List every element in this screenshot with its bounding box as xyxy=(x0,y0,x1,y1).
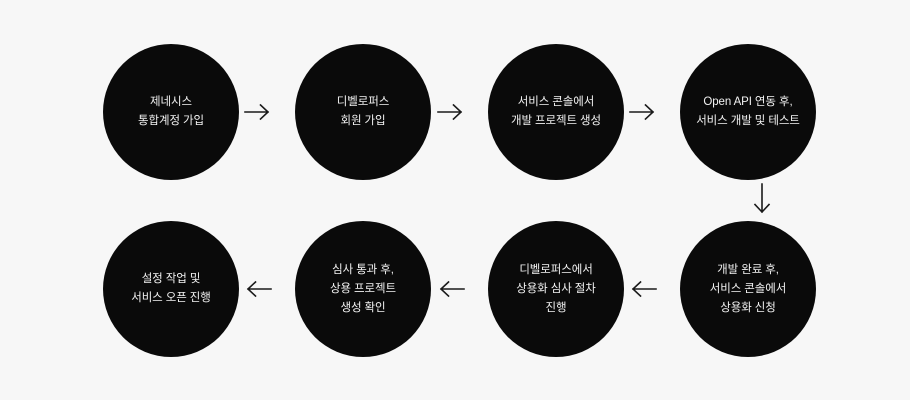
flow-node-step-1: 제네시스 통합계정 가입 xyxy=(103,44,239,180)
flow-node-label: 심사 통과 후, 상용 프로젝트 생성 확인 xyxy=(330,263,396,314)
flow-node-step-8: 설정 작업 및 서비스 오픈 진행 xyxy=(103,221,239,357)
flow-node-label: 디벨로퍼스에서 상용화 심사 절차 진행 xyxy=(516,263,596,314)
flow-node-step-6: 디벨로퍼스에서 상용화 심사 절차 진행 xyxy=(488,221,624,357)
flow-node-step-7: 심사 통과 후, 상용 프로젝트 생성 확인 xyxy=(295,221,431,357)
flow-node-label: 개발 완료 후, 서비스 콘솔에서 상용화 신청 xyxy=(709,263,787,314)
flow-node-label: 제네시스 통합계정 가입 xyxy=(138,96,204,127)
flow-node-step-5: 개발 완료 후, 서비스 콘솔에서 상용화 신청 xyxy=(680,221,816,357)
flow-node-step-4: Open API 연동 후, 서비스 개발 및 테스트 xyxy=(680,44,816,180)
flow-node-label: Open API 연동 후, 서비스 개발 및 테스트 xyxy=(696,96,800,127)
arrow-down-icon xyxy=(748,182,776,218)
arrow-left-icon xyxy=(436,275,466,303)
flow-node-label: 서비스 콘솔에서 개발 프로젝트 생성 xyxy=(510,96,602,127)
flow-node-label: 디벨로퍼스 회원 가입 xyxy=(336,96,390,127)
flow-node-label: 설정 작업 및 서비스 오픈 진행 xyxy=(131,273,211,304)
arrow-left-icon xyxy=(243,275,273,303)
arrow-right-icon xyxy=(243,98,273,126)
arrow-right-icon xyxy=(628,98,658,126)
arrow-right-icon xyxy=(436,98,466,126)
flow-node-step-3: 서비스 콘솔에서 개발 프로젝트 생성 xyxy=(488,44,624,180)
flow-node-step-2: 디벨로퍼스 회원 가입 xyxy=(295,44,431,180)
arrow-left-icon xyxy=(628,275,658,303)
